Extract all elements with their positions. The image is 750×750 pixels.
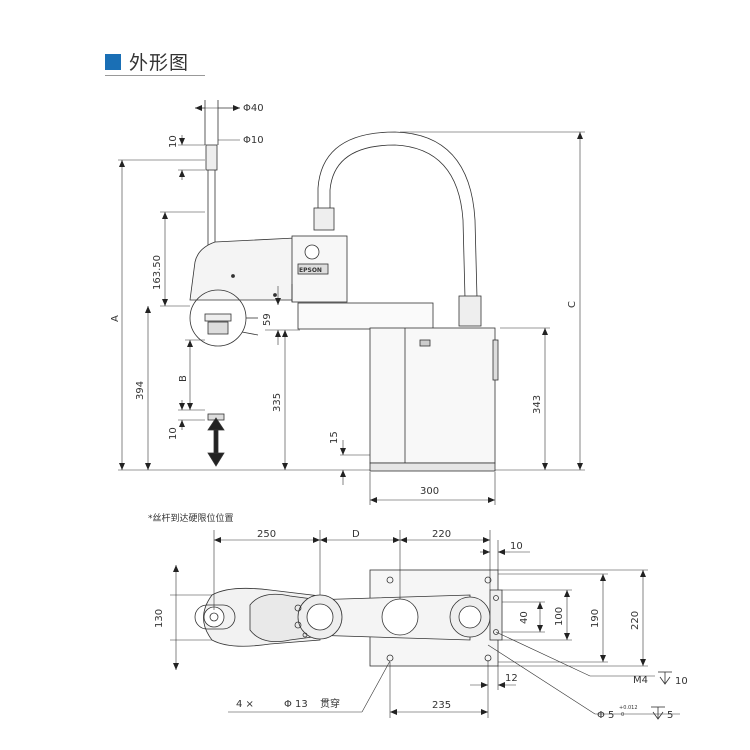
dim-10-star: 10 [168,427,179,440]
hard-stop-note: *丝杆到达硬限位位置 [148,512,234,524]
spline-shaft [204,100,219,245]
dim-E: E [204,441,215,447]
dim-phi40: Φ40 [243,103,264,114]
hole-diameter: Φ 13 [284,699,308,710]
hole-through: 贯穿 [320,697,340,710]
depth-symbol-m4 [658,671,672,685]
dim-D: D [352,529,360,540]
dim-335: 335 [272,393,283,412]
header-square-icon [105,53,121,70]
tool-flange [189,289,259,347]
pin-hole-depth: 5 [667,710,673,721]
arm-body [189,235,348,303]
dim-59: 59 [262,313,273,326]
dim-C: C [567,301,578,308]
dim-12: 12 [505,673,518,684]
side-view [118,100,585,505]
dim-220: 220 [432,529,451,540]
robot-base [369,327,499,472]
dim-250: 250 [257,529,276,540]
header-underline [105,75,205,76]
section-header: 外形图 [105,48,189,75]
m4-label: M4 [633,675,648,686]
dim-100: 100 [554,607,565,626]
holes-count: 4 × [236,699,254,710]
arm2-plate [297,302,434,330]
dim-phi10: Φ10 [243,135,264,146]
dim-235: 235 [432,700,451,711]
pin-hole-diameter: Φ 5 [597,710,614,721]
dim-130: 130 [154,609,165,628]
dim-10-top-view: 10 [510,541,523,552]
pin-hole-tol-lower: 0 [621,712,624,718]
dim-15: 15 [329,431,340,444]
stroke-E-marker [207,413,225,467]
dim-300: 300 [420,486,439,497]
pin-hole-tol-upper: +0.012 [619,705,638,711]
dim-40: 40 [519,611,530,624]
dim-190: 190 [590,609,601,628]
dim-163-50: 163.50 [152,255,163,290]
dim-220-vertical: 220 [630,611,641,630]
dim-343: 343 [532,395,543,414]
top-view [170,530,680,720]
dim-B: B [178,375,189,382]
depth-symbol-phi5 [651,706,665,720]
cable-duct [313,131,482,327]
tail-slot [194,604,236,630]
dim-A: A [110,315,121,322]
dim-10-top: 10 [168,135,179,148]
m4-depth: 10 [675,676,688,687]
dim-394: 394 [135,381,146,400]
section-title: 外形图 [129,52,190,74]
brand-logo: EPSON [299,267,322,274]
